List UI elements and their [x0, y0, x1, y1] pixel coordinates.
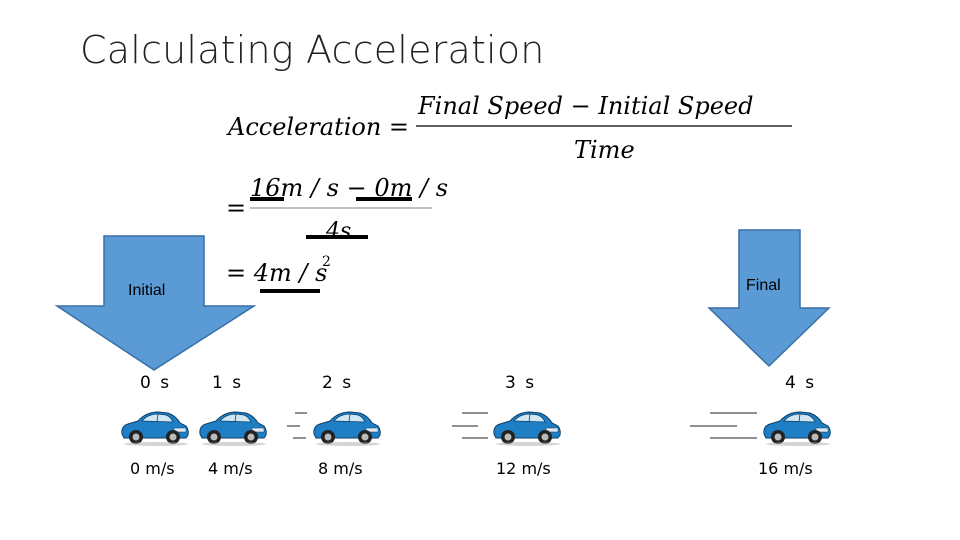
speed-label-4: 16 m/s	[758, 459, 813, 478]
step2-equals: =	[226, 194, 246, 222]
speed-label-1: 4 m/s	[208, 459, 253, 478]
final-label: Final	[746, 277, 781, 294]
initial-down-arrow-icon	[54, 235, 257, 371]
formula-lhs: Acceleration =	[226, 113, 409, 141]
time-label-0: 0 s	[140, 373, 172, 393]
time-label-1: 1 s	[212, 373, 244, 393]
car-icon	[199, 411, 267, 446]
time-label-4: 4 s	[785, 373, 817, 393]
car-icon	[763, 411, 831, 446]
speed-label-3: 12 m/s	[496, 459, 551, 478]
step2-denominator: 4s	[325, 219, 351, 244]
step3-result: = 4m / s	[226, 259, 327, 287]
speed-label-0: 0 m/s	[130, 459, 175, 478]
motion-lines	[287, 412, 757, 439]
step3-exponent: 2	[322, 254, 331, 270]
car-icon	[313, 411, 381, 446]
formula-denominator: Time	[574, 136, 635, 164]
car-icon	[493, 411, 561, 446]
formula-numerator: Final Speed − Initial Speed	[417, 92, 753, 120]
time-label-2: 2 s	[322, 373, 354, 393]
time-label-3: 3 s	[505, 373, 537, 393]
final-down-arrow-icon	[707, 229, 831, 368]
speed-label-2: 8 m/s	[318, 459, 363, 478]
car-icon	[121, 411, 189, 446]
slide-title: Calculating Acceleration	[80, 28, 545, 72]
initial-label: Initial	[128, 282, 165, 299]
